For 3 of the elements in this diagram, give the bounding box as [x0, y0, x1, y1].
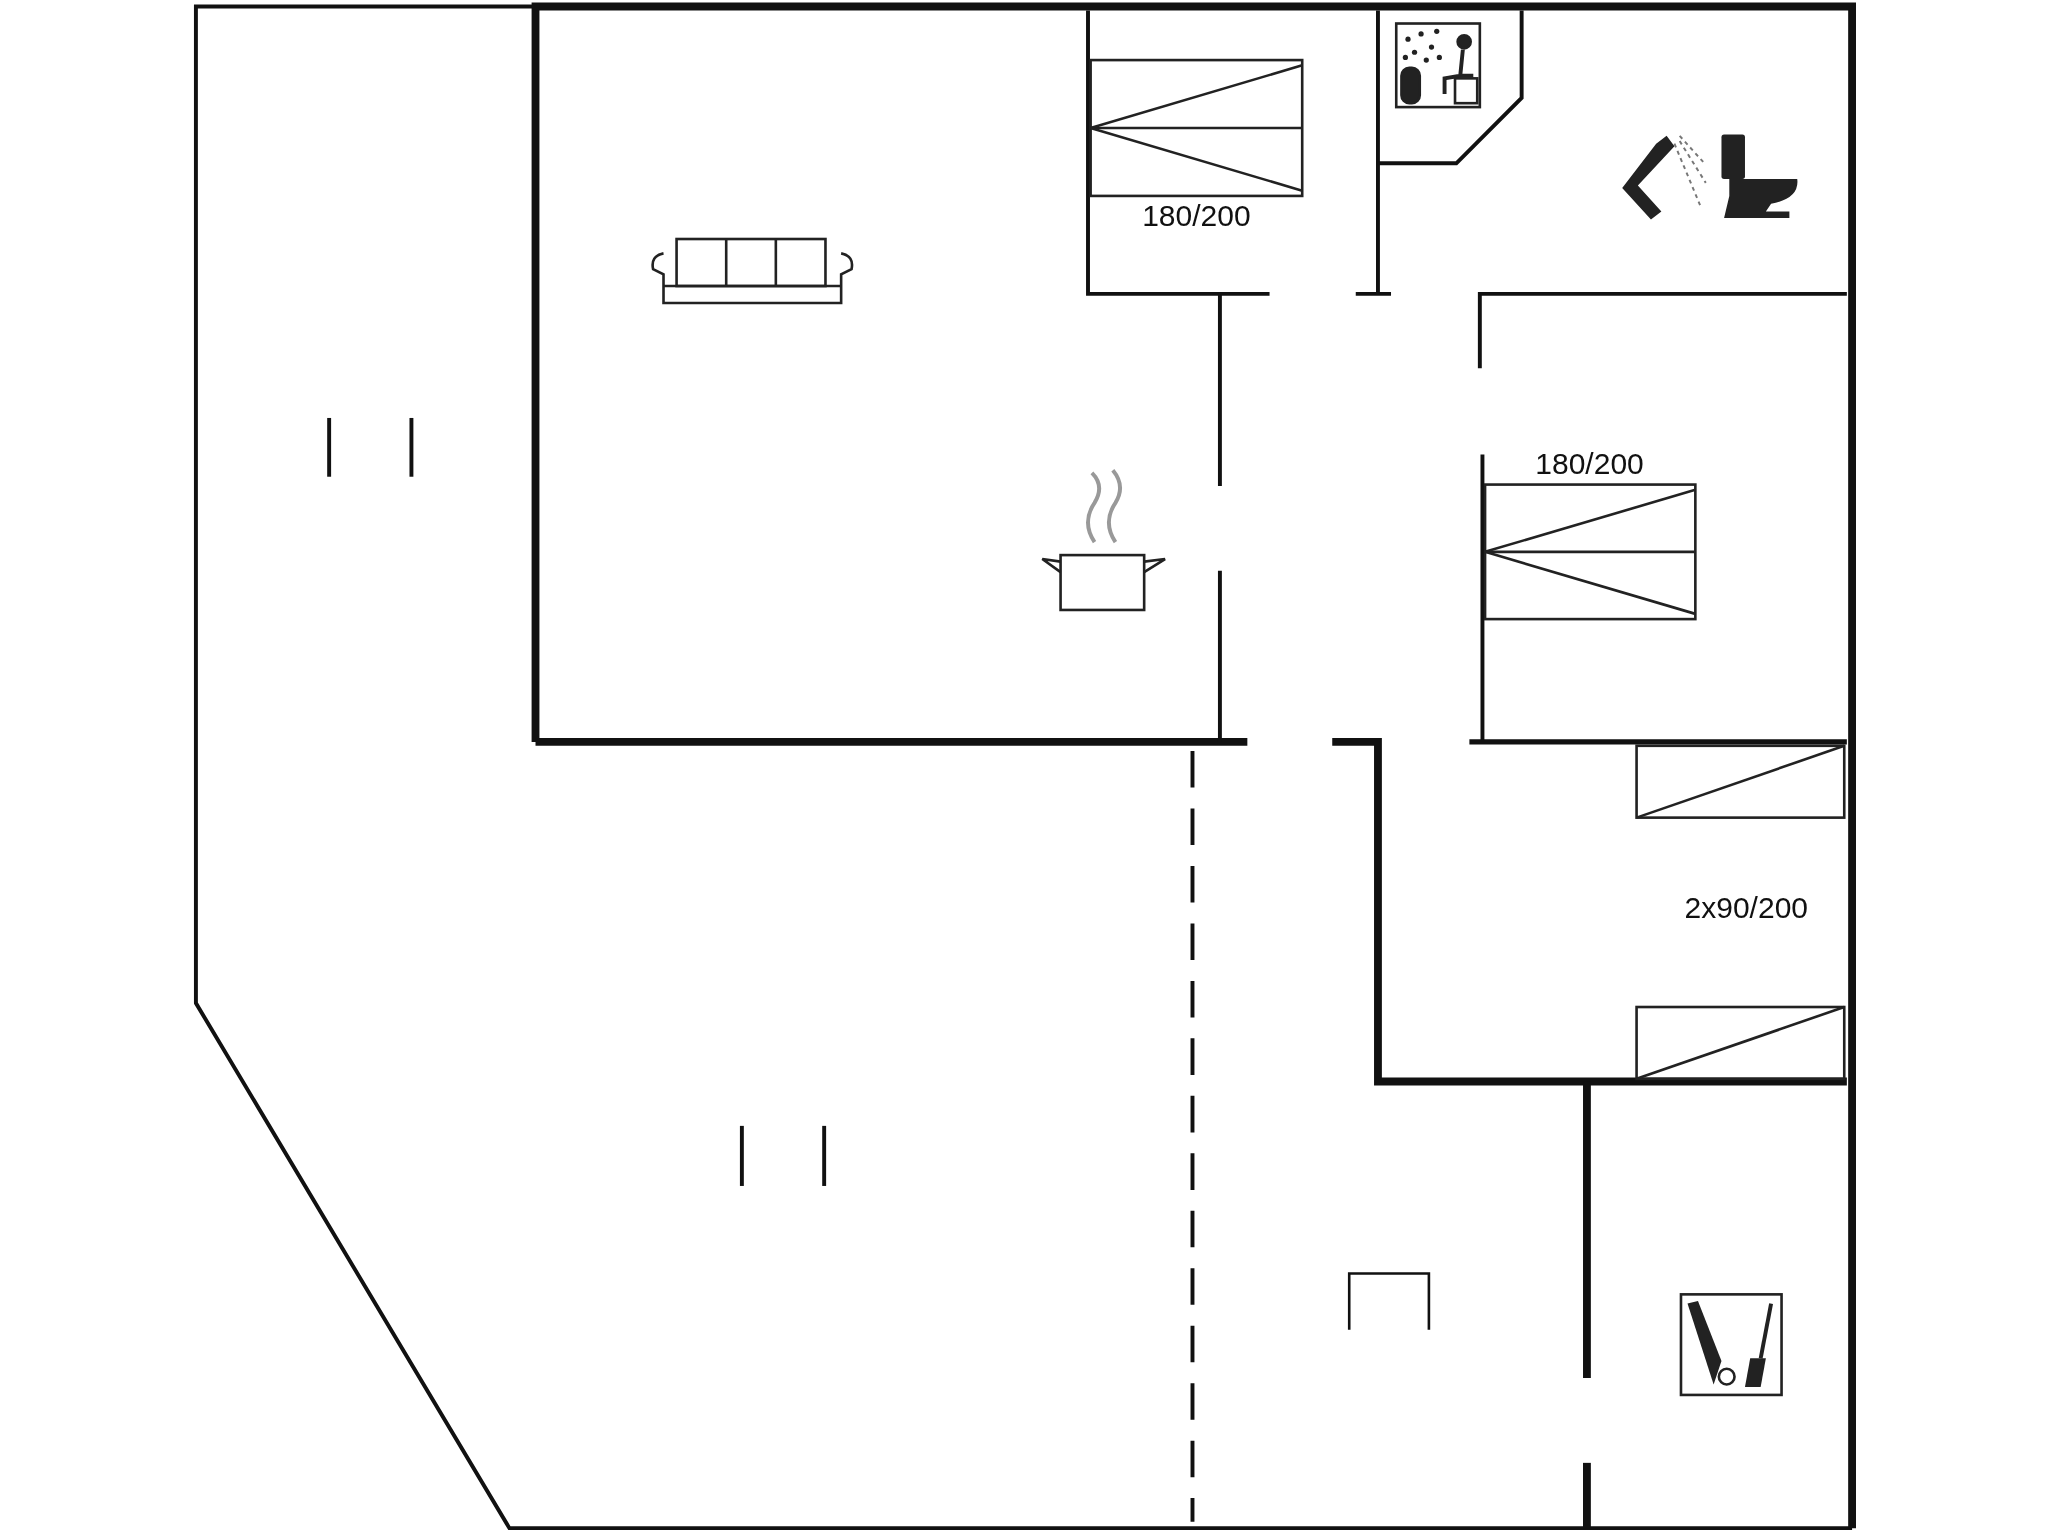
bed-size-label: 180/200	[1142, 200, 1251, 231]
bed-size-label: 180/200	[1535, 448, 1644, 479]
bed-size-label: 2x90/200	[1684, 892, 1808, 923]
